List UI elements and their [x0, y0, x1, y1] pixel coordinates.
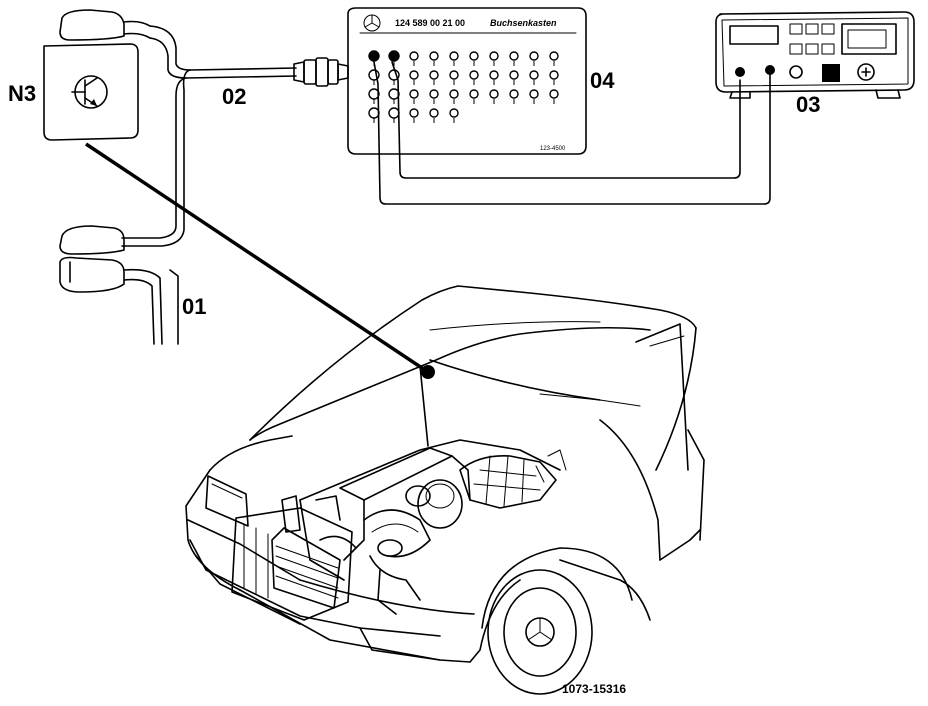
- test-socket: [509, 51, 519, 61]
- test-socket: [549, 89, 559, 99]
- socket-box-code: 123-4500: [540, 146, 566, 152]
- control-unit-n3: [43, 9, 151, 141]
- test-socket: [388, 50, 400, 62]
- test-socket: [368, 107, 380, 119]
- figure-reference: 1073-15316: [562, 682, 626, 696]
- test-socket: [489, 70, 499, 80]
- test-socket: [529, 89, 539, 99]
- tester-03: [715, 11, 915, 99]
- label-02: 02: [222, 84, 246, 109]
- test-socket: [388, 107, 400, 119]
- test-socket: [429, 51, 439, 61]
- test-socket: [469, 70, 479, 80]
- test-socket: [409, 51, 419, 61]
- test-socket: [449, 70, 459, 80]
- label-n3: N3: [8, 81, 36, 106]
- test-socket: [529, 70, 539, 80]
- engine: [281, 439, 567, 615]
- lower-plugs: [59, 225, 179, 345]
- label-03: 03: [796, 92, 820, 117]
- test-leads: [373, 61, 771, 205]
- test-socket: [549, 51, 559, 61]
- test-socket: [489, 89, 499, 99]
- test-socket: [368, 50, 380, 62]
- label-04: 04: [590, 68, 615, 93]
- label-01: 01: [182, 294, 206, 319]
- car-drawing: [185, 285, 705, 695]
- test-socket: [429, 70, 439, 80]
- socket-box-04: 124 589 00 21 00 Buchsenkasten 123-4500: [347, 7, 587, 155]
- test-socket: [429, 89, 439, 99]
- leader-line: [85, 142, 435, 379]
- test-socket: [449, 108, 459, 118]
- test-socket: [509, 89, 519, 99]
- socket-grid: [368, 50, 559, 123]
- socket-box-title: Buchsenkasten: [490, 18, 557, 28]
- test-socket: [449, 89, 459, 99]
- grille-slats: [243, 523, 339, 599]
- test-socket: [409, 70, 419, 80]
- test-socket: [509, 70, 519, 80]
- test-socket: [469, 51, 479, 61]
- test-socket: [529, 51, 539, 61]
- test-socket: [469, 89, 479, 99]
- tester-keypad: [789, 23, 835, 55]
- test-socket: [449, 51, 459, 61]
- test-socket: [409, 89, 419, 99]
- test-socket: [409, 108, 419, 118]
- test-socket: [489, 51, 499, 61]
- harness-02: [121, 25, 349, 247]
- test-socket: [549, 70, 559, 80]
- test-socket: [429, 108, 439, 118]
- socket-box-part-number: 124 589 00 21 00: [395, 18, 465, 28]
